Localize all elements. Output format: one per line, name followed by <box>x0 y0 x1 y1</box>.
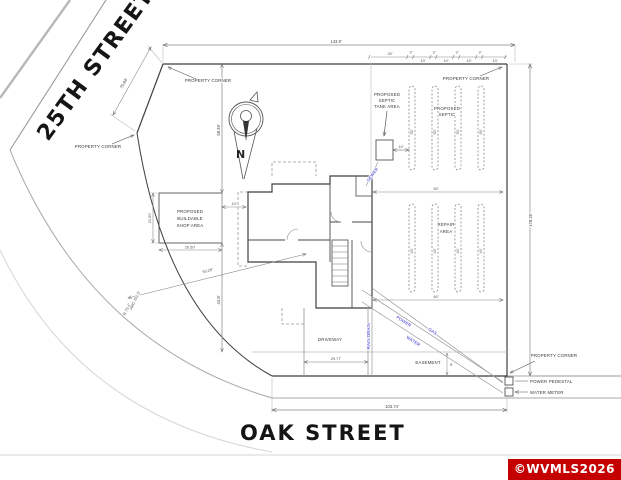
dim-right-total: 178.25' <box>528 213 533 227</box>
septic-field: 50' 50' 50' 50' PROPOSED SEPTIC PROPOSED… <box>365 85 485 187</box>
property-corner-label-bottomright: PROPERTY CORNER <box>531 353 578 358</box>
septic-line-length-3: 50' <box>455 129 460 134</box>
tank-gap-dim: 10' <box>398 144 403 149</box>
dim-shop-width: 29.50' <box>185 245 196 250</box>
dim-seg-3b: 3' <box>433 50 436 55</box>
property-corner-label-topleft: PROPERTY CORNER <box>185 78 232 83</box>
stairs-hatch <box>332 245 348 283</box>
street-label-oak: OAK STREET <box>240 421 406 445</box>
dim-seg-3c: 3' <box>456 50 459 55</box>
septic-tank-label-1: PROPOSED <box>374 92 400 97</box>
driveway-width-dim: 29.77' <box>331 356 342 361</box>
repair-label-1: REPAIR <box>438 222 455 227</box>
dim-bottom-total: 103.74' <box>385 404 399 409</box>
repair-line-length-3: 40' <box>455 248 460 253</box>
corner-callouts: PROPERTY CORNER PROPERTY CORNER PROPERTY… <box>74 66 578 373</box>
dim-shop-gap: 10' <box>231 201 236 206</box>
dim-arc-radius: R 75.4' <box>122 303 132 316</box>
service-markers: POWER PEDESTAL WATER METER <box>504 376 574 397</box>
repair-field: 40' 40' 40' 40' REPAIR AREA <box>408 203 485 293</box>
dim-seg-10c: 10' <box>466 58 471 63</box>
dim-seg-20: 20' <box>387 51 392 56</box>
dim-left-upper: 58.49' <box>216 124 221 135</box>
easement-label: EASEMENT <box>415 360 441 365</box>
dim-seg-3d: 3' <box>479 50 482 55</box>
repair-line-length-2: 40' <box>432 248 437 253</box>
septic-line-length-1: 50' <box>409 129 414 134</box>
dim-seg-3a: 3' <box>410 50 413 55</box>
repair-line-length-4: 40' <box>478 248 483 253</box>
dim-seg-10a: 10' <box>420 58 425 63</box>
shop-area: PROPOSED BUILDABLE SHOP AREA <box>158 192 223 244</box>
septic-label-1: PROPOSED <box>434 106 460 111</box>
dim-repair-width-bottom: 60' <box>433 294 438 299</box>
property-corner-label-topright: PROPERTY CORNER <box>443 76 490 81</box>
easement: EASEMENT 5' <box>252 351 507 375</box>
septic-tank-box <box>375 139 394 161</box>
power-pedestal-label: POWER PEDESTAL <box>530 379 573 384</box>
rain-drain-label: RAIN DRAIN <box>366 323 371 349</box>
dim-seg-10d: 10' <box>492 58 497 63</box>
septic-tank-label-2: SEPTIC <box>379 98 396 103</box>
dim-shop-diagonal: 50.29' <box>202 267 214 274</box>
shop-label-2: BUILDABLE <box>177 216 203 221</box>
power-pedestal-marker <box>504 376 514 386</box>
easement-width-dim: 5' <box>450 362 453 367</box>
dimensions: 143.9' 20' 3' 3' 3' 3' 10' 10' 10' 10' 1… <box>109 38 534 413</box>
property-corner-label-left: PROPERTY CORNER <box>75 144 122 149</box>
dim-street-diagonal: 75.84' <box>119 77 129 89</box>
dim-repair-width-top: 60' <box>433 186 438 191</box>
gas-line-label: GAS <box>427 327 438 336</box>
watermark-badge: ©WVMLS2026 <box>507 459 621 480</box>
repair-line-length-1: 40' <box>409 248 414 253</box>
north-label: N <box>236 148 245 161</box>
septic-line-length-2: 50' <box>432 129 437 134</box>
driveway-label: DRIVEWAY <box>318 337 342 342</box>
water-meter-label: WATER METER <box>530 390 564 395</box>
septic-tank-label-3: TANK AREA <box>374 104 400 109</box>
water-meter-marker <box>504 387 514 397</box>
septic-line-length-4: 50' <box>478 129 483 134</box>
dim-left-lower: 44.8' <box>216 295 221 304</box>
utility-lines: RAIN DRAIN POWER GAS WATER <box>361 287 504 394</box>
water-line-label: WATER <box>405 335 421 348</box>
dim-seg-10b: 10' <box>443 58 448 63</box>
septic-label-2: SEPTIC <box>439 112 456 117</box>
dim-top-total: 143.9' <box>330 39 341 44</box>
shop-label-3: SHOP AREA <box>177 223 204 228</box>
driveway: DRIVEWAY 29.77' <box>304 308 368 376</box>
dim-shop-height: 21.50' <box>147 213 152 224</box>
repair-label-2: AREA <box>440 229 453 234</box>
north-arrow-icon <box>228 91 264 180</box>
house-floorplan <box>237 161 373 325</box>
power-line-label: POWER <box>395 315 412 328</box>
street-edges <box>0 0 621 456</box>
shop-label-1: PROPOSED <box>177 209 203 214</box>
